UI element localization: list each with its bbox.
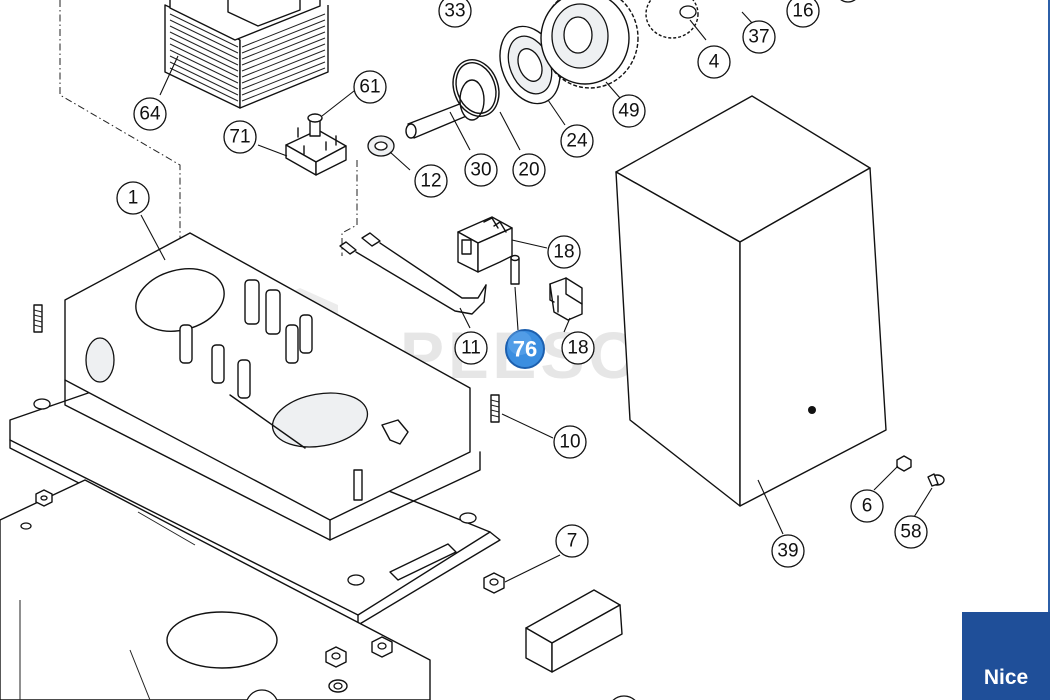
callout-37[interactable]: 37 (742, 20, 776, 54)
callout-7[interactable]: 7 (555, 524, 589, 558)
part-cover (615, 95, 887, 507)
callout-39[interactable]: 39 (771, 534, 805, 568)
callout-18-top[interactable]: 18 (547, 235, 581, 269)
part-nuts-bottom (325, 636, 393, 693)
part-nut-6 (896, 455, 912, 472)
callout-64[interactable]: 64 (133, 97, 167, 131)
callout-label: 16 (792, 1, 813, 22)
part-screw-58 (927, 473, 945, 487)
part-nut-7 (483, 572, 505, 594)
callout-24[interactable]: 24 (560, 124, 594, 158)
callout-1[interactable]: 1 (116, 181, 150, 215)
part-shaft (405, 79, 485, 139)
callout-label: 4 (709, 52, 720, 73)
callout-label: 1 (128, 188, 139, 209)
part-stud-left (33, 304, 43, 333)
part-clip (549, 277, 583, 321)
frame-border (1048, 0, 1050, 700)
callout-49[interactable]: 49 (612, 94, 646, 128)
callout-12[interactable]: 12 (414, 164, 448, 198)
callout-18-bottom[interactable]: 18 (561, 331, 595, 365)
callout-label: 71 (229, 127, 250, 148)
callout-4[interactable]: 4 (697, 45, 731, 79)
callout-label: 30 (470, 160, 491, 181)
callout-label: 61 (359, 77, 380, 98)
callout-6[interactable]: 6 (850, 489, 884, 523)
callout-label: 7 (567, 531, 578, 552)
callout-label: 39 (777, 541, 798, 562)
callout-partial-bottom (246, 0, 856, 700)
callout-30[interactable]: 30 (464, 153, 498, 187)
callout-71[interactable]: 71 (223, 120, 257, 154)
highlighted-callout-76[interactable]: 76 (505, 286, 545, 369)
callout-label: 12 (420, 171, 441, 192)
part-cable (339, 232, 487, 315)
part-transformer (164, 0, 329, 109)
callout-label: 49 (618, 101, 639, 122)
part-foundation-plate (0, 479, 431, 700)
part-pinion (645, 0, 699, 39)
callout-58[interactable]: 58 (894, 515, 928, 549)
logo-text: Nice (983, 666, 1029, 689)
part-stud-10 (490, 394, 500, 423)
callout-leaders (140, 11, 933, 583)
part-rectifier (285, 113, 347, 176)
callout-33[interactable]: 33 (438, 0, 472, 28)
part-gearmotor-housing (64, 232, 481, 541)
callout-61[interactable]: 61 (353, 70, 387, 104)
part-gear (540, 0, 639, 89)
callout-label: 10 (559, 432, 580, 453)
callout-11[interactable]: 11 (454, 331, 488, 365)
callout-label: 6 (862, 496, 873, 517)
part-connector-box (525, 589, 623, 673)
callout-label: 64 (139, 104, 161, 125)
callout-label: 11 (461, 338, 481, 359)
part-o-ring (452, 59, 500, 117)
callout-label: 24 (566, 131, 588, 152)
nice-logo: Nice (962, 612, 1050, 700)
callout-20[interactable]: 20 (512, 153, 546, 187)
part-washer-12 (367, 135, 395, 157)
part-pin-76 (510, 254, 520, 285)
part-terminal-block (457, 216, 513, 273)
callout-label: 37 (748, 27, 769, 48)
callout-label: 33 (444, 1, 465, 22)
highlighted-callout-label: 76 (513, 337, 537, 362)
callout-label: 18 (553, 242, 574, 263)
callout-10[interactable]: 10 (553, 425, 587, 459)
part-nut-left (35, 489, 53, 507)
callout-label: 58 (900, 522, 921, 543)
callout-16[interactable]: 16 (786, 0, 820, 28)
callout-label: 18 (567, 338, 588, 359)
callout-label: 20 (518, 160, 539, 181)
